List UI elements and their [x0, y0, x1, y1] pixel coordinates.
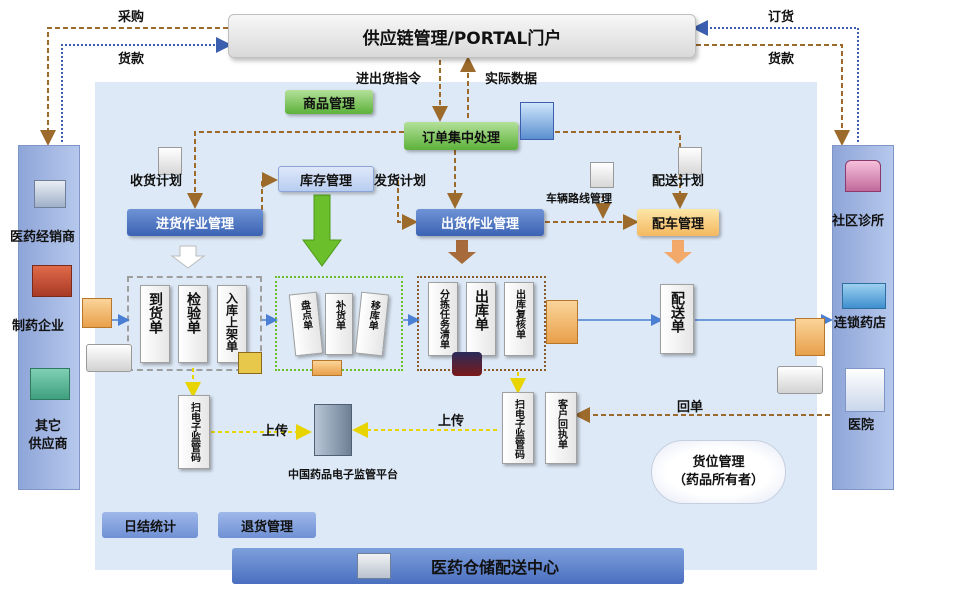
inventory-mgmt-box[interactable]: 库存管理 [278, 166, 374, 192]
actual-data-label: 实际数据 [485, 72, 538, 87]
portal-header[interactable]: 供应链管理/PORTAL门户 [228, 14, 696, 58]
receive-plan-doc-icon [158, 147, 182, 175]
distributor-icon [34, 180, 66, 208]
dispatch-mgmt-box[interactable]: 配车管理 [637, 209, 719, 236]
center-title: 医药仓储配送中心 [430, 558, 559, 577]
delivery-doc[interactable]: 配送单 [660, 284, 694, 354]
picking-doc-label: 分拣任务清单 [437, 289, 449, 349]
replenish-doc[interactable]: 补货单 [325, 293, 353, 355]
shelving-doc[interactable]: 入库上架单 [217, 285, 247, 363]
location-mgmt-cloud[interactable]: 货位管理 （药品所有者） [651, 440, 786, 504]
receipt-label: 回单 [677, 400, 704, 415]
scan-left-doc[interactable]: 扫电子监管码 [178, 395, 210, 469]
count-doc-label: 盘点单 [298, 299, 313, 331]
inout-instruction-label: 进出货指令 [356, 72, 422, 87]
delivery-doc-label: 配送单 [669, 291, 685, 333]
goods-left-icon [82, 298, 112, 328]
purchase-label: 采购 [118, 10, 145, 25]
outbound-check-doc-label: 出库复核单 [513, 289, 525, 339]
scan-left-label: 扫电子监管码 [188, 402, 200, 462]
transfer-doc-label: 移库单 [365, 299, 380, 331]
delivery-plan-doc-icon [678, 147, 702, 175]
outbound-check-doc[interactable]: 出库复核单 [504, 282, 534, 356]
scan-right-label: 扫电子监管码 [512, 399, 524, 459]
vehicle-route-doc-icon [590, 162, 614, 188]
computer-icon [520, 102, 554, 140]
outbound-doc[interactable]: 出库单 [466, 282, 496, 356]
payment-left-label: 货款 [118, 52, 145, 67]
upload-right-label: 上传 [438, 414, 465, 429]
arrival-doc-label: 到货单 [147, 292, 163, 334]
outbound-ops-box[interactable]: 出货作业管理 [416, 209, 544, 236]
customer-panel [832, 145, 894, 490]
server-icon [314, 404, 352, 456]
payment-right-label: 货款 [768, 52, 795, 67]
replenish-doc-label: 补货单 [333, 300, 345, 330]
supplier-pharma[interactable]: 制药企业 [12, 319, 65, 334]
boxes-icon [312, 360, 342, 376]
warehouse-bar-icon [356, 553, 391, 579]
order-processing-box[interactable]: 订单集中处理 [404, 122, 518, 150]
picking-doc[interactable]: 分拣任务清单 [428, 282, 458, 356]
scan-right-doc[interactable]: 扫电子监管码 [502, 392, 534, 464]
upload-left-label: 上传 [262, 424, 289, 439]
inspection-doc[interactable]: 检验单 [178, 285, 208, 363]
vehicle-route-label: 车辆路线管理 [546, 192, 612, 205]
returns-mgmt-box[interactable]: 退货管理 [218, 512, 316, 538]
customer-hospital[interactable]: 医院 [848, 418, 875, 433]
factory-icon [32, 265, 72, 297]
truck-right-icon [777, 366, 823, 394]
goods-mgmt-box[interactable]: 商品管理 [285, 90, 373, 114]
customer-receipt-label: 客户回执单 [555, 399, 567, 449]
delivery-plan-label: 配送计划 [652, 174, 705, 189]
center-title-bar: 医药仓储配送中心 [232, 548, 684, 584]
pharmacy-icon [842, 283, 886, 309]
inspection-doc-label: 检验单 [185, 292, 201, 334]
customer-pharmacy[interactable]: 连锁药店 [834, 316, 887, 331]
customer-clinic[interactable]: 社区诊所 [832, 214, 885, 229]
shelving-doc-label: 入库上架单 [224, 292, 239, 352]
truck-left-icon [86, 344, 132, 372]
regulation-platform-label[interactable]: 中国药品电子监管平台 [288, 468, 398, 481]
warehouse-icon [30, 368, 70, 400]
supplier-other[interactable]: 其它 供应商 [28, 419, 68, 452]
worker-icon [452, 352, 482, 376]
hospital-icon [845, 368, 885, 412]
receive-plan-label: 收货计划 [130, 174, 183, 189]
ship-plan-label: 发货计划 [374, 174, 427, 189]
daily-stats-box[interactable]: 日结统计 [102, 512, 198, 538]
goods-right-icon [795, 318, 825, 356]
inbound-ops-box[interactable]: 进货作业管理 [127, 209, 263, 236]
supplier-distributor[interactable]: 医药经销商 [10, 230, 76, 245]
outbound-doc-label: 出库单 [473, 289, 489, 331]
goods-mid-icon [546, 300, 578, 344]
customer-receipt-doc[interactable]: 客户回执单 [545, 392, 577, 464]
location-mgmt-label: 货位管理 （药品所有者） [672, 455, 764, 488]
clinic-icon [845, 160, 881, 192]
order-label: 订货 [768, 10, 795, 25]
arrival-doc[interactable]: 到货单 [140, 285, 170, 363]
forklift-icon [238, 352, 262, 374]
